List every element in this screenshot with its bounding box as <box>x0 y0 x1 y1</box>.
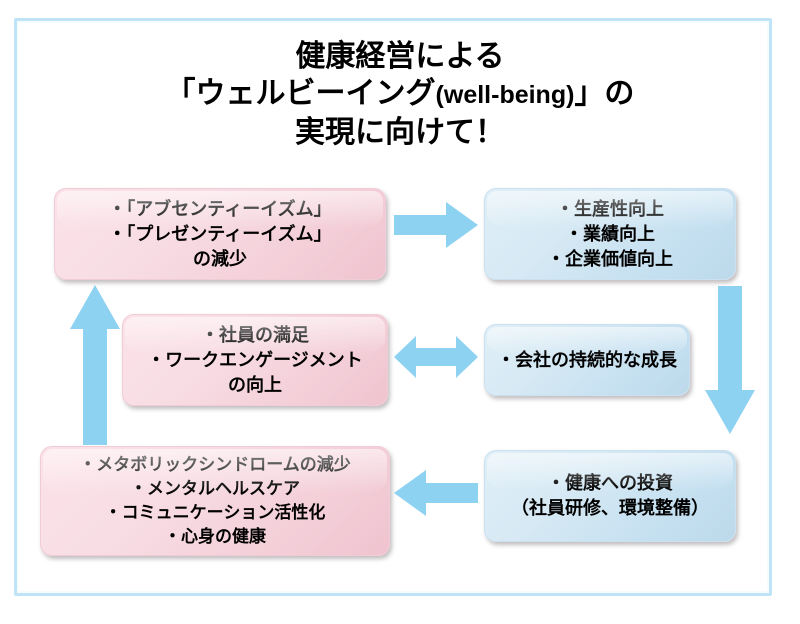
box-productivity: ・生産性向上 ・業績向上 ・企業価値向上 <box>484 188 736 280</box>
title-line-2-latin: (well-being) <box>435 81 575 109</box>
box-absenteeism-line-2: ・「プレゼンティーイズム」 <box>108 223 332 244</box>
box-metabolic-line-2: ・メンタルヘルスケア <box>130 479 300 498</box>
box-metabolic-line-3: ・コミュニケーション活性化 <box>104 503 326 522</box>
box-investment-line-1: ・健康への投資 <box>547 473 673 493</box>
page-title: 健康経営による 「ウェルビーイング(well-being)」の 実現に向けて！ <box>100 38 700 151</box>
title-line-2-pre: 「ウェルビーイング <box>165 77 436 110</box>
box-investment-line-2: （社員研修、環境整備） <box>511 498 709 518</box>
box-satisfaction-line-1: ・社員の満足 <box>200 324 309 345</box>
box-satisfaction-line-3: の向上 <box>227 374 282 395</box>
box-productivity-line-3: ・企業価値向上 <box>547 248 673 269</box>
box-satisfaction: ・社員の満足 ・ワークエンゲージメント の向上 <box>122 314 388 406</box>
title-line-1: 健康経営による <box>295 40 505 73</box>
box-metabolic-line-1: ・メタボリックシンドロームの減少 <box>79 455 351 474</box>
box-absenteeism-line-3: の減少 <box>192 248 247 269</box>
arrow-left-icon <box>394 470 478 516</box>
box-metabolic-line-4: ・心身の健康 <box>164 527 266 546</box>
box-growth-line-1: ・会社の持続的な成長 <box>497 349 677 370</box>
title-line-2-post: 」の <box>574 77 635 110</box>
slide-frame-border <box>14 18 772 596</box>
title-line-3: 実現に向けて！ <box>295 116 505 149</box>
box-growth: ・会社の持続的な成長 <box>484 324 690 396</box>
box-productivity-line-1: ・生産性向上 <box>556 198 664 219</box>
box-absenteeism: ・「アブセンティーイズム」 ・「プレゼンティーイズム」 の減少 <box>54 188 386 280</box>
title-line-2: 「ウェルビーイング(well-being)」の <box>100 75 700 114</box>
arrow-left-right-icon <box>394 336 478 378</box>
arrow-down-icon <box>705 286 755 434</box>
box-absenteeism-line-1: ・「アブセンティーイズム」 <box>108 198 332 219</box>
box-investment: ・健康への投資 （社員研修、環境整備） <box>484 450 736 542</box>
arrow-up-icon <box>70 285 120 445</box>
box-satisfaction-line-2: ・ワークエンゲージメント <box>147 349 363 370</box>
box-productivity-line-2: ・業績向上 <box>565 223 655 244</box>
box-metabolic: ・メタボリックシンドロームの減少 ・メンタルヘルスケア ・コミュニケーション活性… <box>40 446 390 556</box>
arrow-right-icon <box>394 202 478 248</box>
